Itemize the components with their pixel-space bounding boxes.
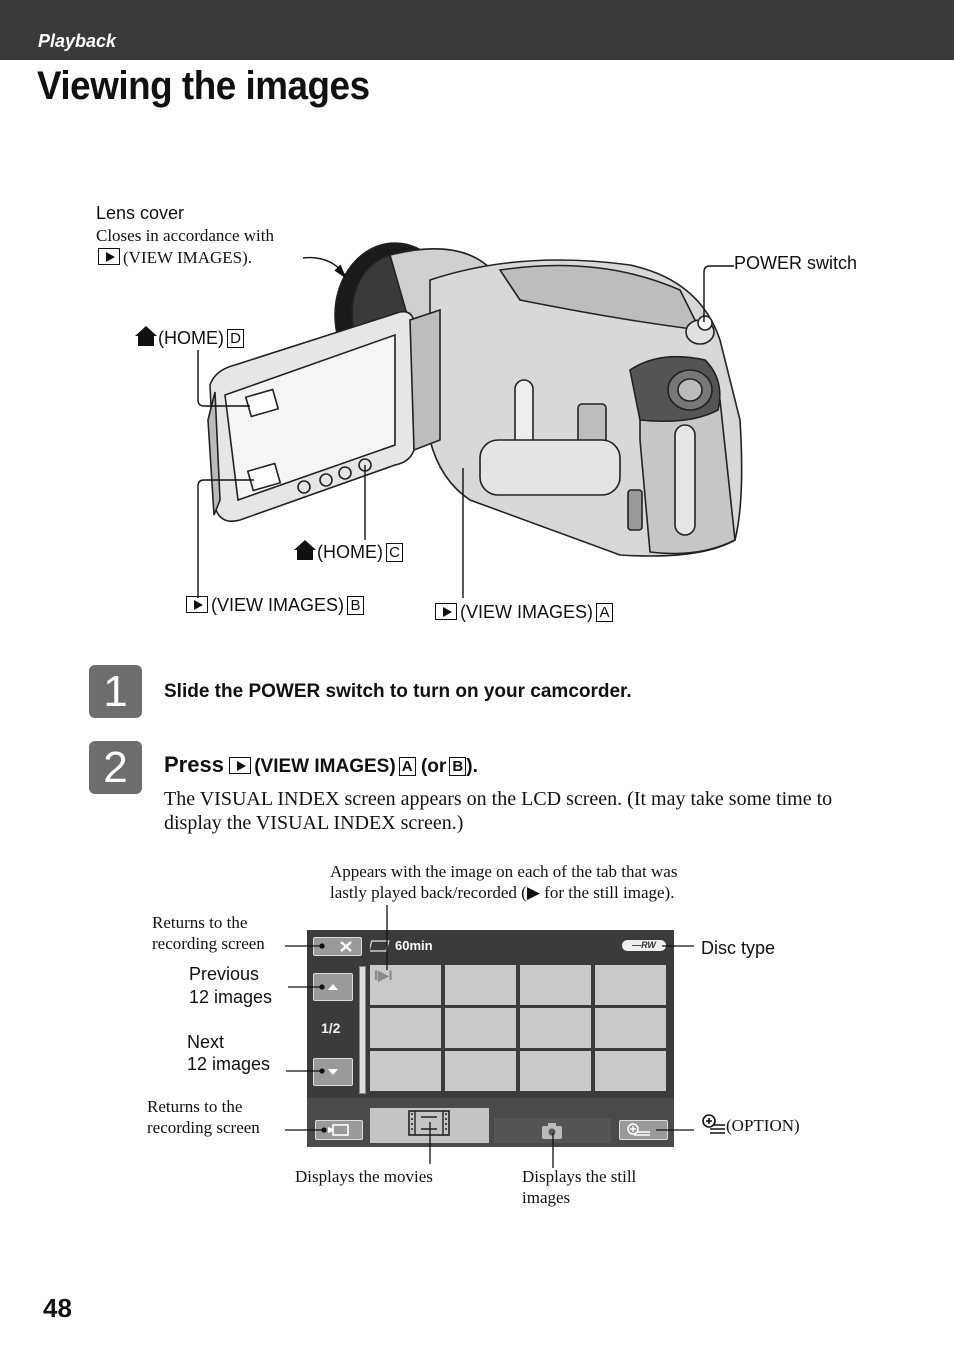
tab-still-images[interactable]: [494, 1118, 611, 1143]
view-images-icon: [435, 603, 457, 620]
lens-cover-desc-2-text: (VIEW IMAGES).: [123, 248, 253, 267]
letter-d: D: [227, 329, 244, 348]
step-2-body: The VISUAL INDEX screen appears on the L…: [164, 788, 833, 834]
option-icon: [702, 1114, 725, 1134]
arrow-down-icon: [328, 1069, 338, 1075]
thumbnail[interactable]: [595, 965, 666, 1005]
appears-note-2: lastly played back/recorded (▶ for the s…: [330, 883, 675, 902]
step-2-or: (or: [420, 756, 447, 777]
letter-a: A: [398, 757, 416, 776]
still-camera-icon: [542, 1123, 562, 1139]
section-label: Playback: [38, 31, 117, 51]
page-number: 48: [43, 1293, 72, 1323]
view-images-a-label: (VIEW IMAGES)A: [435, 602, 614, 623]
step-2-number: 2: [89, 741, 142, 794]
camera-icon: [328, 1124, 349, 1136]
displays-still-1: Displays the still: [522, 1167, 637, 1186]
last-played-mark: I▶I: [374, 967, 393, 983]
header-bar: [0, 0, 954, 60]
disc-type-badge: —RW: [622, 940, 666, 951]
page-title: Viewing the images: [37, 64, 370, 108]
home-d-text: (HOME): [158, 328, 224, 348]
arrow-up-icon: [328, 984, 338, 990]
view-images-b-label: (VIEW IMAGES)B: [186, 595, 365, 616]
camcorder-illustration: [197, 242, 743, 598]
lens-cover-title: Lens cover: [96, 203, 185, 223]
thumbnail-grid: I▶I: [370, 965, 666, 1094]
record-screen-button[interactable]: [315, 1120, 363, 1140]
thumbnail[interactable]: [370, 1008, 441, 1048]
step-2-close: ).: [466, 756, 478, 777]
letter-c: C: [386, 543, 403, 562]
previous-2: 12 images: [189, 987, 273, 1007]
returns-bottom-1: Returns to the: [147, 1097, 243, 1116]
home-icon: [294, 540, 316, 560]
thumbnail[interactable]: [445, 965, 516, 1005]
displays-still-2: images: [522, 1188, 571, 1207]
disc-type-label: Disc type: [701, 938, 776, 958]
letter-a: A: [596, 603, 614, 622]
visual-index-screen: 60min —RW 1/2 I▶I: [307, 930, 674, 1147]
step-2-press: Press: [164, 752, 224, 777]
thumbnail[interactable]: [370, 1051, 441, 1091]
option-icon: [627, 1123, 650, 1136]
thumbnail[interactable]: [595, 1008, 666, 1048]
battery-time: 60min: [395, 938, 433, 953]
step-2-view: (VIEW IMAGES): [254, 756, 396, 777]
view-images-icon: [98, 248, 120, 265]
letter-b: B: [347, 596, 365, 615]
previous-1: Previous: [189, 964, 260, 984]
returns-top-2: recording screen: [152, 934, 265, 953]
power-switch-label: POWER switch: [734, 253, 858, 273]
thumbnail[interactable]: [520, 965, 591, 1005]
thumbnail[interactable]: [520, 1008, 591, 1048]
thumbnail[interactable]: [595, 1051, 666, 1091]
film-icon: [408, 1110, 450, 1136]
home-icon: [135, 326, 157, 346]
home-c-text: (HOME): [317, 542, 383, 562]
appears-note-1: Appears with the image on each of the ta…: [330, 862, 678, 881]
home-c-label: (HOME)C: [293, 539, 403, 563]
close-button[interactable]: [313, 937, 362, 956]
displays-movies: Displays the movies: [295, 1167, 433, 1186]
option-text: (OPTION): [726, 1116, 800, 1135]
thumbnail[interactable]: [520, 1051, 591, 1091]
view-images-b-text: (VIEW IMAGES): [211, 595, 345, 615]
lens-cover-desc-1: Closes in accordance with: [96, 226, 274, 245]
close-icon: [340, 941, 352, 952]
view-images-icon: [186, 596, 208, 613]
home-d-label: (HOME)D: [134, 325, 244, 349]
thumbnail[interactable]: [445, 1051, 516, 1091]
returns-top-1: Returns to the: [152, 913, 248, 932]
next-2: 12 images: [187, 1054, 271, 1074]
returns-bottom-2: recording screen: [147, 1118, 260, 1137]
lens-cover-desc-2: (VIEW IMAGES).: [98, 247, 252, 268]
bottom-bar: [307, 1098, 674, 1147]
step-1-number: 1: [89, 665, 142, 718]
view-images-icon: [229, 757, 252, 774]
page-indicator: 1/2: [321, 1020, 341, 1036]
step-1-heading: Slide the POWER switch to turn on your c…: [164, 681, 632, 702]
option-label: (OPTION): [702, 1114, 800, 1136]
index-leader-lines: [285, 905, 694, 1168]
view-images-a-text: (VIEW IMAGES): [460, 602, 594, 622]
thumbnail[interactable]: I▶I: [370, 965, 441, 1005]
letter-b: B: [449, 757, 467, 776]
scrollbar[interactable]: [359, 966, 366, 1094]
thumbnail[interactable]: [445, 1008, 516, 1048]
next-1: Next: [187, 1032, 225, 1052]
